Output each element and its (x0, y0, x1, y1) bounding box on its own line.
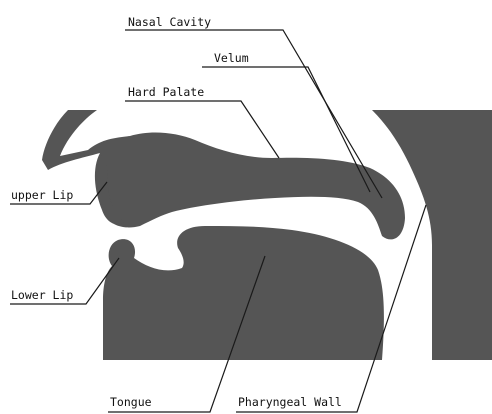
label-hard-palate: Hard Palate (128, 85, 204, 99)
label-lower-lip: Lower Lip (11, 288, 73, 302)
label-velum: Velum (214, 51, 249, 65)
label-upper-lip: upper Lip (11, 188, 73, 202)
label-pharyngeal-wall: Pharyngeal Wall (238, 395, 342, 409)
tongue-lower-jaw-shape (103, 226, 384, 360)
label-tongue: Tongue (110, 395, 152, 409)
label-nasal-cavity: Nasal Cavity (128, 15, 211, 29)
